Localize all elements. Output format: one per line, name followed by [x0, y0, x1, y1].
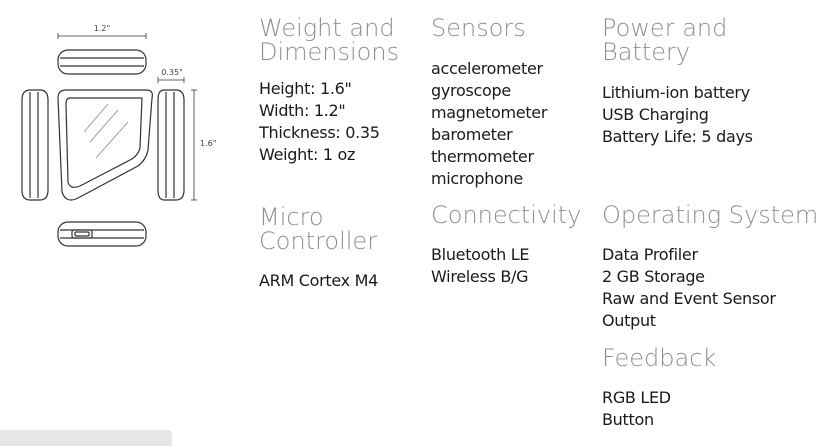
section-title: Weight and Dimensions: [259, 14, 400, 66]
spec-item: Wireless B/G: [431, 267, 529, 286]
device-front-view: [57, 89, 153, 201]
section-feedback: Feedback RGB LED Button: [602, 346, 716, 431]
height-dimension-line: [191, 89, 197, 201]
spec-item: accelerometer: [431, 59, 543, 78]
spec-item: Battery Life: 5 days: [602, 127, 753, 146]
spec-item: magnetometer: [431, 103, 548, 122]
thickness-dimension-line: [157, 77, 185, 83]
device-left-view: [21, 89, 49, 201]
spec-item: Lithium-ion battery: [602, 83, 750, 102]
section-title: Micro Controller: [259, 203, 378, 255]
section-title: Feedback: [602, 344, 717, 372]
section-sensors: Sensors accelerometer gyroscope magnetom…: [431, 16, 547, 190]
spec-item: thermometer: [431, 147, 534, 166]
spec-item: 2 GB Storage: [602, 267, 705, 286]
spec-list: ARM Cortex M4: [259, 270, 378, 292]
section-title: Connectivity: [431, 201, 582, 229]
spec-item: Output: [602, 311, 656, 330]
spec-item: barometer: [431, 125, 513, 144]
thickness-label: 0.35": [161, 68, 183, 77]
spec-item: USB Charging: [602, 105, 709, 124]
bottom-scroll-bar[interactable]: [0, 430, 172, 446]
spec-item: Height: 1.6": [259, 79, 352, 98]
spec-item: Weight: 1 oz: [259, 145, 356, 164]
spec-list: Height: 1.6" Width: 1.2" Thickness: 0.35…: [259, 78, 399, 166]
section-title: Power and Battery: [602, 14, 728, 66]
device-top-view: [57, 49, 147, 75]
spec-item: Thickness: 0.35: [259, 123, 380, 142]
spec-item: Button: [602, 410, 654, 429]
spec-item: RGB LED: [602, 388, 671, 407]
spec-item: ARM Cortex M4: [259, 271, 378, 290]
height-label: 1.6": [200, 139, 216, 148]
spec-item: Data Profiler: [602, 245, 698, 264]
section-weight-dimensions: Weight and Dimensions Height: 1.6" Width…: [259, 16, 399, 166]
section-connectivity: Connectivity Bluetooth LE Wireless B/G: [431, 203, 581, 288]
spec-list: RGB LED Button: [602, 387, 716, 431]
device-right-view: [157, 89, 185, 201]
spec-list: accelerometer gyroscope magnetometer bar…: [431, 58, 547, 190]
section-micro-controller: Micro Controller ARM Cortex M4: [259, 205, 378, 292]
width-dimension-line: [57, 33, 147, 39]
spec-item: Raw and Event Sensor: [602, 289, 776, 308]
device-illustration: 1.2" 0.35" 1.6": [21, 24, 216, 247]
spec-list: Bluetooth LE Wireless B/G: [431, 244, 581, 288]
section-operating-system: Operating System Data Profiler 2 GB Stor…: [602, 203, 818, 332]
spec-item: Width: 1.2": [259, 101, 346, 120]
spec-list: Lithium-ion battery USB Charging Battery…: [602, 82, 823, 148]
device-bottom-view: [57, 221, 147, 247]
spec-item: Bluetooth LE: [431, 245, 530, 264]
spec-list: Data Profiler 2 GB Storage Raw and Event…: [602, 244, 818, 332]
section-title: Sensors: [431, 14, 526, 42]
width-label: 1.2": [94, 24, 110, 33]
spec-item: microphone: [431, 169, 523, 188]
spec-item: gyroscope: [431, 81, 511, 100]
section-power-battery: Power and Battery Lithium-ion battery US…: [602, 16, 823, 148]
section-title: Operating System: [602, 201, 819, 229]
